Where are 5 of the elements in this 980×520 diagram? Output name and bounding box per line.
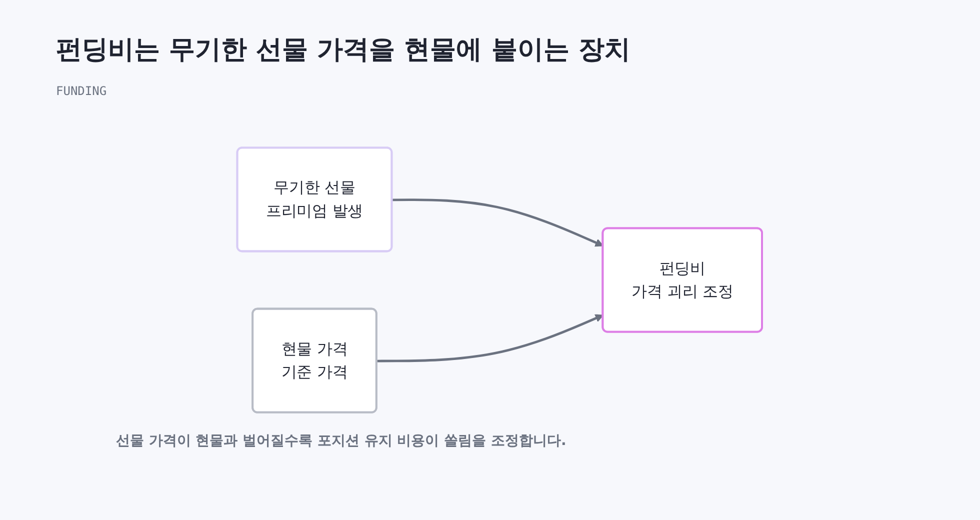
arrow: [392, 198, 604, 247]
diagram-title: 펀딩비는 무기한 선물 가격을 현물에 붙이는 장치: [56, 34, 630, 67]
subtitle-label: FUNDING: [56, 84, 107, 98]
diagram-caption: 선물 가격이 현물과 벌어질수록 포지션 유지 비용이 쏠림을 조정합니다.: [116, 432, 566, 450]
arrow: [377, 314, 604, 362]
